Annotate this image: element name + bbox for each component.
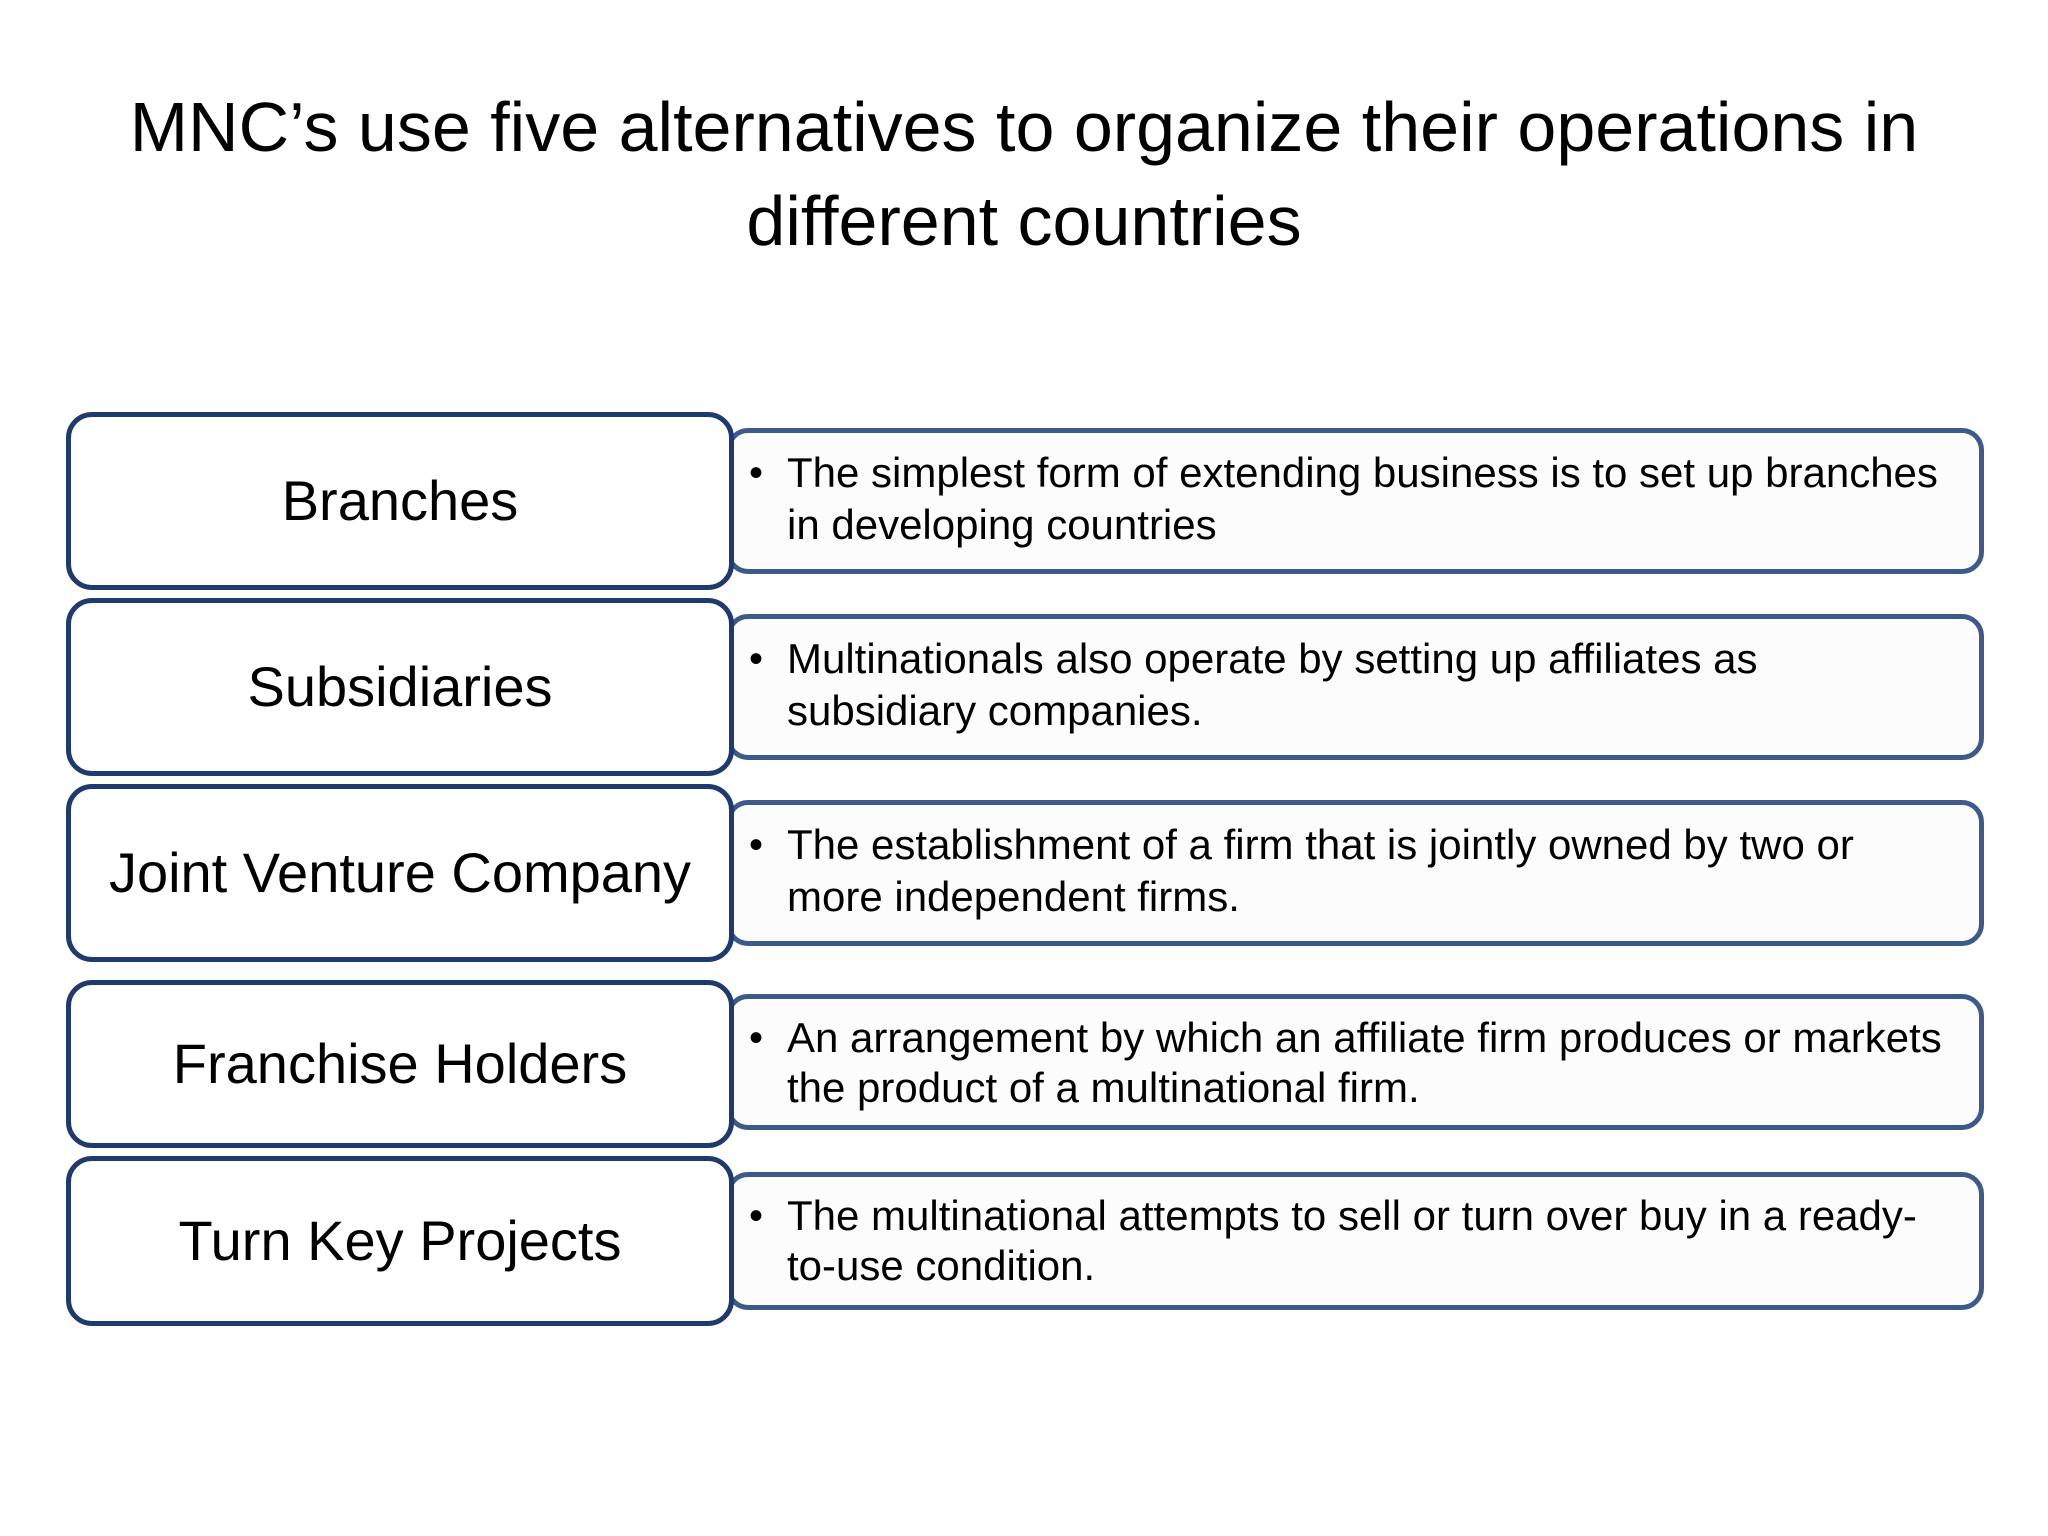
description-text: The establishment of a firm that is join…: [787, 821, 1854, 920]
bullet-icon: •: [749, 823, 764, 867]
label-box: Branches: [66, 412, 734, 590]
bullet-icon: •: [749, 1016, 764, 1060]
description-text: Multinationals also operate by setting u…: [787, 635, 1758, 734]
label-text: Subsidiaries: [247, 655, 553, 718]
detail-box: • The establishment of a firm that is jo…: [726, 800, 1984, 946]
label-text: Branches: [281, 469, 519, 532]
bullet-item: • Multinationals also operate by setting…: [749, 633, 1955, 737]
detail-box: • An arrangement by which an affiliate f…: [726, 994, 1984, 1130]
bullet-item: • An arrangement by which an affiliate f…: [749, 1013, 1955, 1113]
label-box: Turn Key Projects: [66, 1156, 734, 1326]
bullet-icon: •: [749, 451, 764, 495]
detail-box: • The multinational attempts to sell or …: [726, 1172, 1984, 1310]
label-text: Franchise Holders: [172, 1032, 628, 1095]
description-text: The simplest form of extending business …: [787, 449, 1938, 548]
bullet-icon: •: [749, 637, 764, 681]
detail-box: • The simplest form of extending busines…: [726, 428, 1984, 574]
bullet-item: • The multinational attempts to sell or …: [749, 1191, 1955, 1291]
label-text: Joint Venture Company: [108, 841, 692, 904]
label-box: Subsidiaries: [66, 598, 734, 776]
label-box: Franchise Holders: [66, 980, 734, 1148]
slide-title: MNC’s use five alternatives to organize …: [129, 88, 1919, 260]
description-text: An arrangement by which an affiliate fir…: [787, 1014, 1942, 1111]
bullet-item: • The establishment of a firm that is jo…: [749, 819, 1955, 923]
bullet-item: • The simplest form of extending busines…: [749, 447, 1955, 551]
description-text: The multinational attempts to sell or tu…: [787, 1192, 1917, 1289]
label-box: Joint Venture Company: [66, 784, 734, 962]
bullet-icon: •: [749, 1194, 764, 1238]
detail-box: • Multinationals also operate by setting…: [726, 614, 1984, 760]
label-text: Turn Key Projects: [178, 1209, 622, 1272]
